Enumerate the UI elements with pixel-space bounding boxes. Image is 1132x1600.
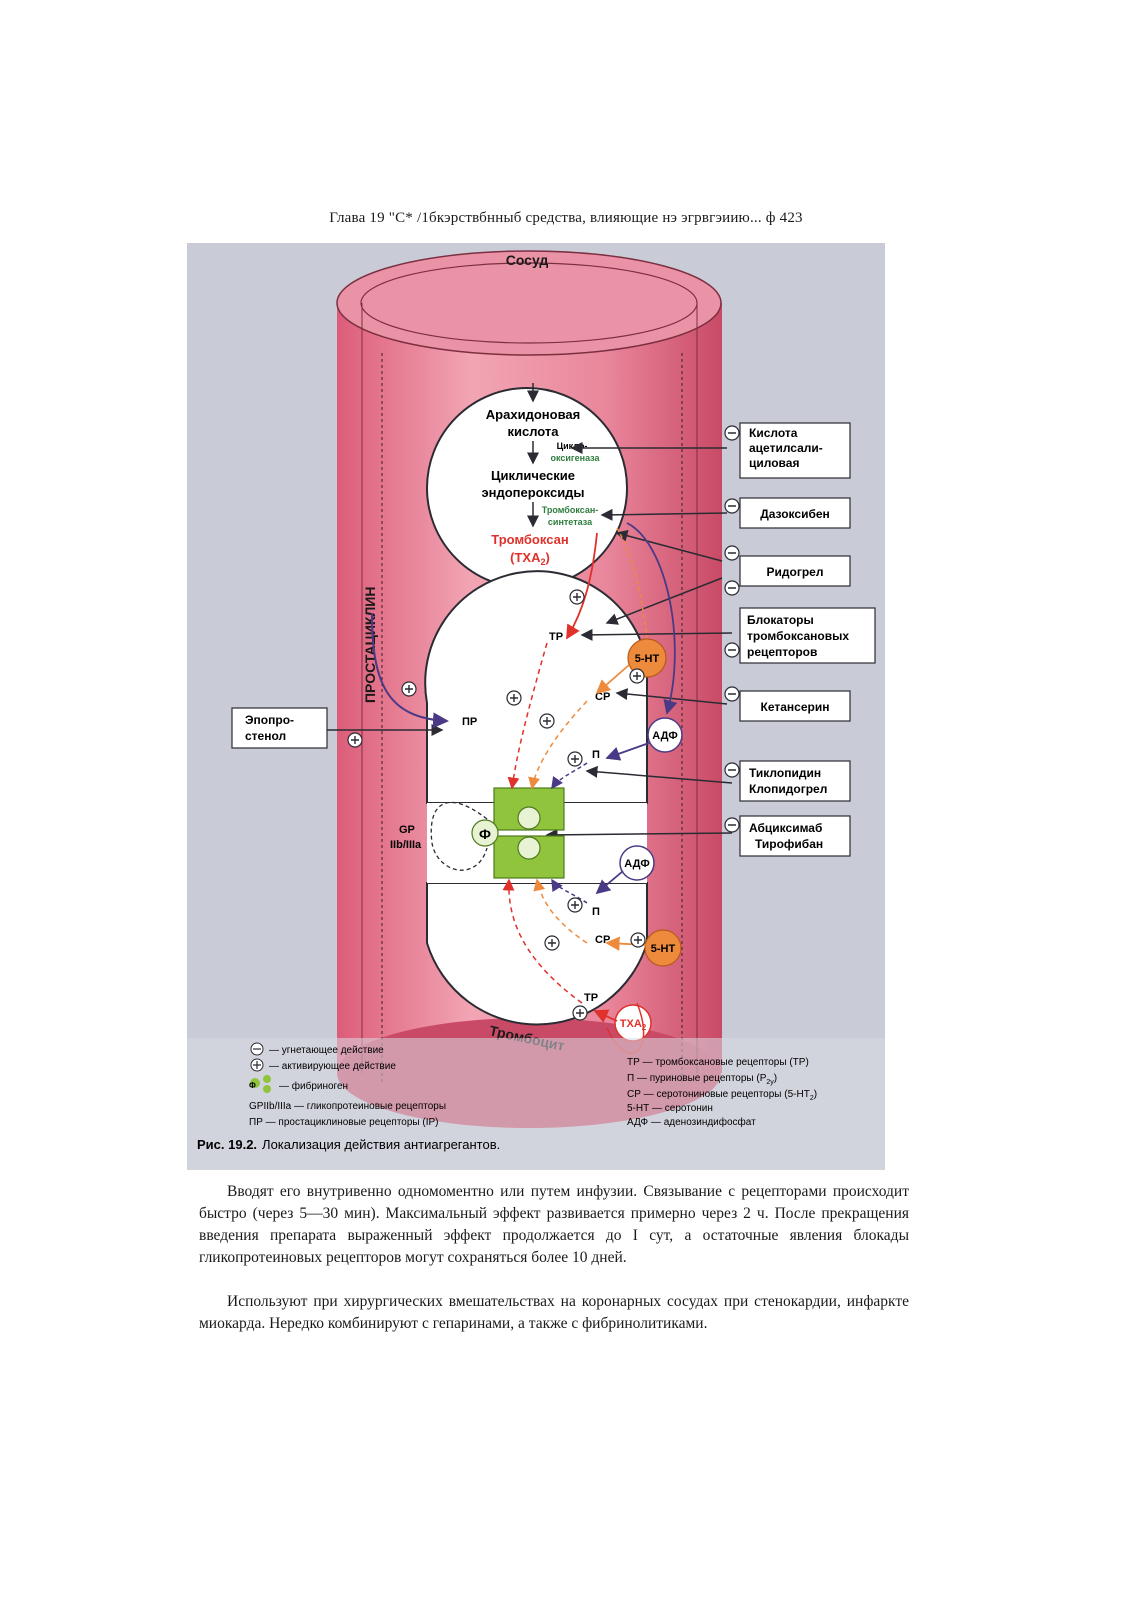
paragraph-text-2: Используют при хирургических вмешательст… [199,1293,909,1332]
svg-text:стенол: стенол [245,729,286,743]
svg-text:АДФ: АДФ [624,858,649,870]
svg-text:Кетансерин: Кетансерин [761,700,830,714]
svg-text:5-НТ — серотонин: 5-НТ — серотонин [627,1103,713,1114]
drug-abciximab: Абциксимаб Тирофибан [739,815,851,857]
drug-dazoxiben: Дазоксибен [739,497,851,529]
svg-text:Ф: Ф [249,1081,256,1090]
tp-lower-to-gp [502,878,583,1004]
paragraph-text-1: Вводят его внутривенно одномоментно или … [199,1183,909,1266]
svg-text:— активирующее действие: — активирующее действие [269,1061,396,1072]
prostacyclin-arrow [371,612,449,729]
serotonin-lower: 5-НТ [644,929,682,967]
svg-text:Эпопро-: Эпопро- [245,713,294,727]
platelet-lower [426,882,648,1026]
body-paragraph-1: Вводят его внутривенно одномоментно или … [199,1181,909,1269]
thromboxane-line1: Тромбоксан [491,532,568,547]
svg-text:Тиклопидин: Тиклопидин [749,766,821,780]
arachidonic-line1: Арахидоновая [486,407,580,422]
legend-right: ТР — тромбоксановые рецепторы (ТР) П — п… [627,1056,817,1128]
receptor-sr-lower: СР [595,934,610,946]
activate-sign-bars [351,593,642,1017]
receptor-p-upper: П [592,749,600,761]
drug-aspirin: Кислота ацетилсали- циловая [739,422,851,479]
svg-text:рецепторов: рецепторов [747,645,817,659]
antiplatelet-figure: Сосуд Тромбоцит ПРОСТАЦИКЛИН Арахидонова… [187,243,885,1170]
txa-to-tp-arrow [566,532,598,640]
platelet-upper [424,570,648,804]
svg-text:5-НТ: 5-НТ [635,653,660,665]
serotonin-to-sr-arrow [595,664,630,695]
synthase-line1: Тромбоксан- [542,505,599,515]
svg-text:5-НТ: 5-НТ [651,943,676,955]
tp-to-gp-arrow [507,642,548,790]
inhibit-sign-bars [728,432,736,826]
receptor-p-lower: П [592,906,600,918]
fibrinogen-bridge [430,801,488,871]
cox-line2: оксигеназа [550,453,600,463]
svg-text:— угнетающее действие: — угнетающее действие [269,1045,384,1056]
svg-text:— фибриноген: — фибриноген [279,1080,348,1092]
svg-text:Дазоксибен: Дазоксибен [760,507,830,521]
receptor-pr: ПР [462,716,477,728]
adp-lower: АДФ [619,845,655,881]
svg-text:Ридогрел: Ридогрел [767,565,824,579]
running-head: Глава 19 "С* /1бкэрствбнныб средства, вл… [329,210,803,226]
prostacyclin-label: ПРОСТАЦИКЛИН [362,587,378,703]
svg-text:Кислота: Кислота [749,426,798,440]
figure-svg: Сосуд Тромбоцит ПРОСТАЦИКЛИН Арахидонова… [187,250,885,1170]
svg-text:тромбоксановых: тромбоксановых [747,629,849,643]
drug-tp-blockers: Блокаторы тромбоксановых рецепторов [739,607,876,664]
svg-text:Блокаторы: Блокаторы [747,613,814,627]
svg-text:СР — серотониновые рецепторы (: СР — серотониновые рецепторы (5-НТ2) [627,1089,817,1102]
receptor-tp-lower: ТР [584,992,598,1004]
drug-ketanserin: Кетансерин [739,690,851,722]
svg-text:ПР — простациклиновые рецептор: ПР — простациклиновые рецепторы (IP) [249,1117,439,1128]
body-paragraph-2: Используют при хирургических вмешательст… [199,1291,909,1335]
svg-text:АДФ: АДФ [652,730,677,742]
arachidonic-line2: кислота [507,424,559,439]
receptor-tp-upper: ТР [549,631,563,643]
thromboxane-line2: (TXA2) [510,550,550,567]
svg-text:АДФ — аденозиндифосфат: АДФ — аденозиндифосфат [627,1116,756,1128]
vessel-label: Сосуд [506,252,549,268]
synthase-line2: синтетаза [548,517,593,527]
svg-text:П — пуриновые рецепторы (P2y): П — пуриновые рецепторы (P2y) [627,1073,777,1086]
svg-text:циловая: циловая [749,456,799,470]
p-to-gp-arrow [551,762,588,790]
svg-text:ТР — тромбоксановые рецепторы: ТР — тромбоксановые рецепторы (ТР) [627,1056,809,1068]
svg-text:GPIIb/IIIa — гликопротеиновые: GPIIb/IIIa — гликопротеиновые рецепторы [249,1101,446,1112]
receptor-gp-1: GP [399,824,415,836]
p-lower-to-gp [551,878,588,904]
svg-text:Тирофибан: Тирофибан [755,837,823,851]
sr-to-gp-arrow [528,700,588,790]
receptor-gp-2: IIb/IIIa [390,839,422,851]
drug-ridogrel: Ридогрел [739,555,851,587]
sr-lower-to-gp [533,878,588,944]
drug-arrows [327,442,733,841]
fibrinogen-symbol: Ф [479,826,491,842]
adp-to-p-arrow [605,742,650,761]
inhibit-signs [724,425,740,833]
endoperoxides-line2: эндопероксиды [481,485,584,500]
svg-text:ацетилсали-: ацетилсали- [749,441,823,455]
legend-bg [187,1038,885,1170]
drug-epoprostenol: Эпопро- стенол [231,707,328,749]
legend-left: — угнетающее действие — активирующее дей… [249,1042,446,1128]
adp-upper: АДФ [647,717,683,753]
endoperoxides-line1: Циклические [491,468,575,483]
figure-caption: Рис. 19.2.Локализация действия антиагрег… [197,1137,500,1152]
txa-lower-arrow [593,1009,618,1023]
svg-text:Клопидогрел: Клопидогрел [749,782,827,796]
svg-text:Абциксимаб: Абциксимаб [749,821,822,835]
synthase-orange-arrow [616,527,648,639]
cox-line1: Цикло- [557,441,588,451]
svg-text:TXA2: TXA2 [620,1018,647,1032]
purple-pathway-arrow [626,522,678,715]
gp-receptor-complex [471,787,565,879]
serotonin-upper: 5-НТ [627,638,667,678]
thromboxane-lower: TXA2 [614,1004,652,1042]
drug-ticlopidine: Тиклопидин Клопидогрел [739,760,851,802]
adp-lower-arrow [595,870,624,895]
